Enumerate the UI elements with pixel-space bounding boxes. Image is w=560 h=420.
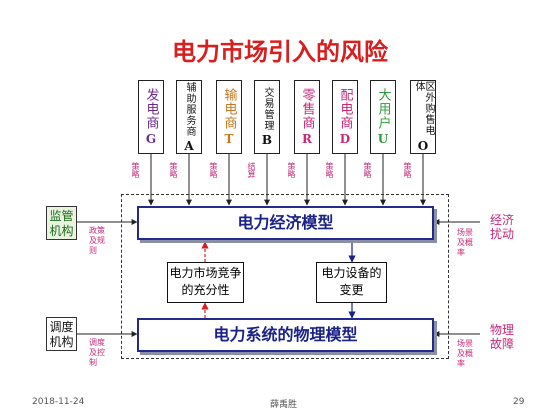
actor-note: 策略	[209, 162, 218, 178]
actor-letter: G	[145, 132, 157, 146]
actor-letter: A	[184, 138, 194, 153]
actor-note: 结算	[247, 162, 256, 178]
economic-disturbance-label: 经济扰动	[490, 213, 515, 241]
actor-name: 交易管理	[262, 87, 273, 131]
regulator-note: 政策及规则	[89, 226, 105, 255]
actor-box-0: 发电商 G	[138, 80, 164, 154]
actor-box-6: 大用户 U	[370, 80, 396, 154]
dispatch-box: 调度机构	[46, 317, 77, 351]
physical-note: 场景及概率	[457, 339, 473, 368]
actor-letter: O	[417, 139, 429, 153]
actor-letter: T	[224, 132, 234, 146]
actor-letter: R	[302, 132, 312, 146]
physical-model-box: 电力系统的物理模型	[137, 318, 434, 352]
equipment-change-box: 电力设备的变更	[316, 262, 387, 303]
economic-model-box: 电力经济模型	[137, 206, 434, 240]
actor-box-5: 配电商 D	[332, 80, 358, 154]
economic-note: 场景及概率	[457, 228, 473, 257]
actor-letter: U	[377, 132, 389, 146]
actor-box-2: 输电商 T	[216, 80, 242, 154]
actor-note: 策略	[287, 162, 296, 178]
footer-author: 薛禹胜	[270, 400, 298, 410]
actor-note: 策略	[363, 162, 372, 178]
actor-name: 输电商	[221, 88, 237, 130]
actor-box-3: 交易管理 B	[254, 80, 280, 154]
equipment-change-label: 电力设备的变更	[321, 266, 382, 297]
actor-box-4: 零售商 R	[294, 80, 320, 154]
actor-name: 零售商	[299, 88, 315, 130]
actor-letter: D	[339, 132, 351, 146]
regulator-box: 监管机构	[46, 206, 77, 240]
actor-name: 配电商	[337, 88, 353, 130]
actor-letter: B	[261, 133, 273, 147]
physical-fault-label: 物理故障	[490, 323, 515, 351]
footer-date: 2018-11-24	[32, 397, 85, 407]
actor-name: 辅助服务商	[184, 81, 195, 137]
page-title: 电力市场引入的风险	[172, 37, 388, 66]
actor-note: 策略	[403, 162, 412, 178]
regulator-label: 监管机构	[49, 209, 74, 238]
actor-to-model-arrows	[148, 154, 426, 206]
actor-name: 区外购售电体	[413, 81, 434, 136]
actor-note: 策略	[131, 162, 140, 178]
actor-name: 大用户	[375, 88, 391, 130]
actor-note: 策略	[325, 162, 334, 178]
market-boundary-frame	[121, 194, 449, 359]
actor-box-7: 区外购售电体 O	[410, 80, 436, 154]
dispatch-label: 调度机构	[49, 320, 74, 349]
footer-page: 29	[513, 397, 525, 407]
dispatch-note: 调度及控制	[89, 338, 105, 367]
competition-label: 电力市场竞争的充分性	[169, 266, 242, 297]
competition-box: 电力市场竞争的充分性	[167, 262, 244, 303]
actor-note: 策略	[169, 162, 178, 178]
actor-name: 发电商	[143, 88, 159, 130]
